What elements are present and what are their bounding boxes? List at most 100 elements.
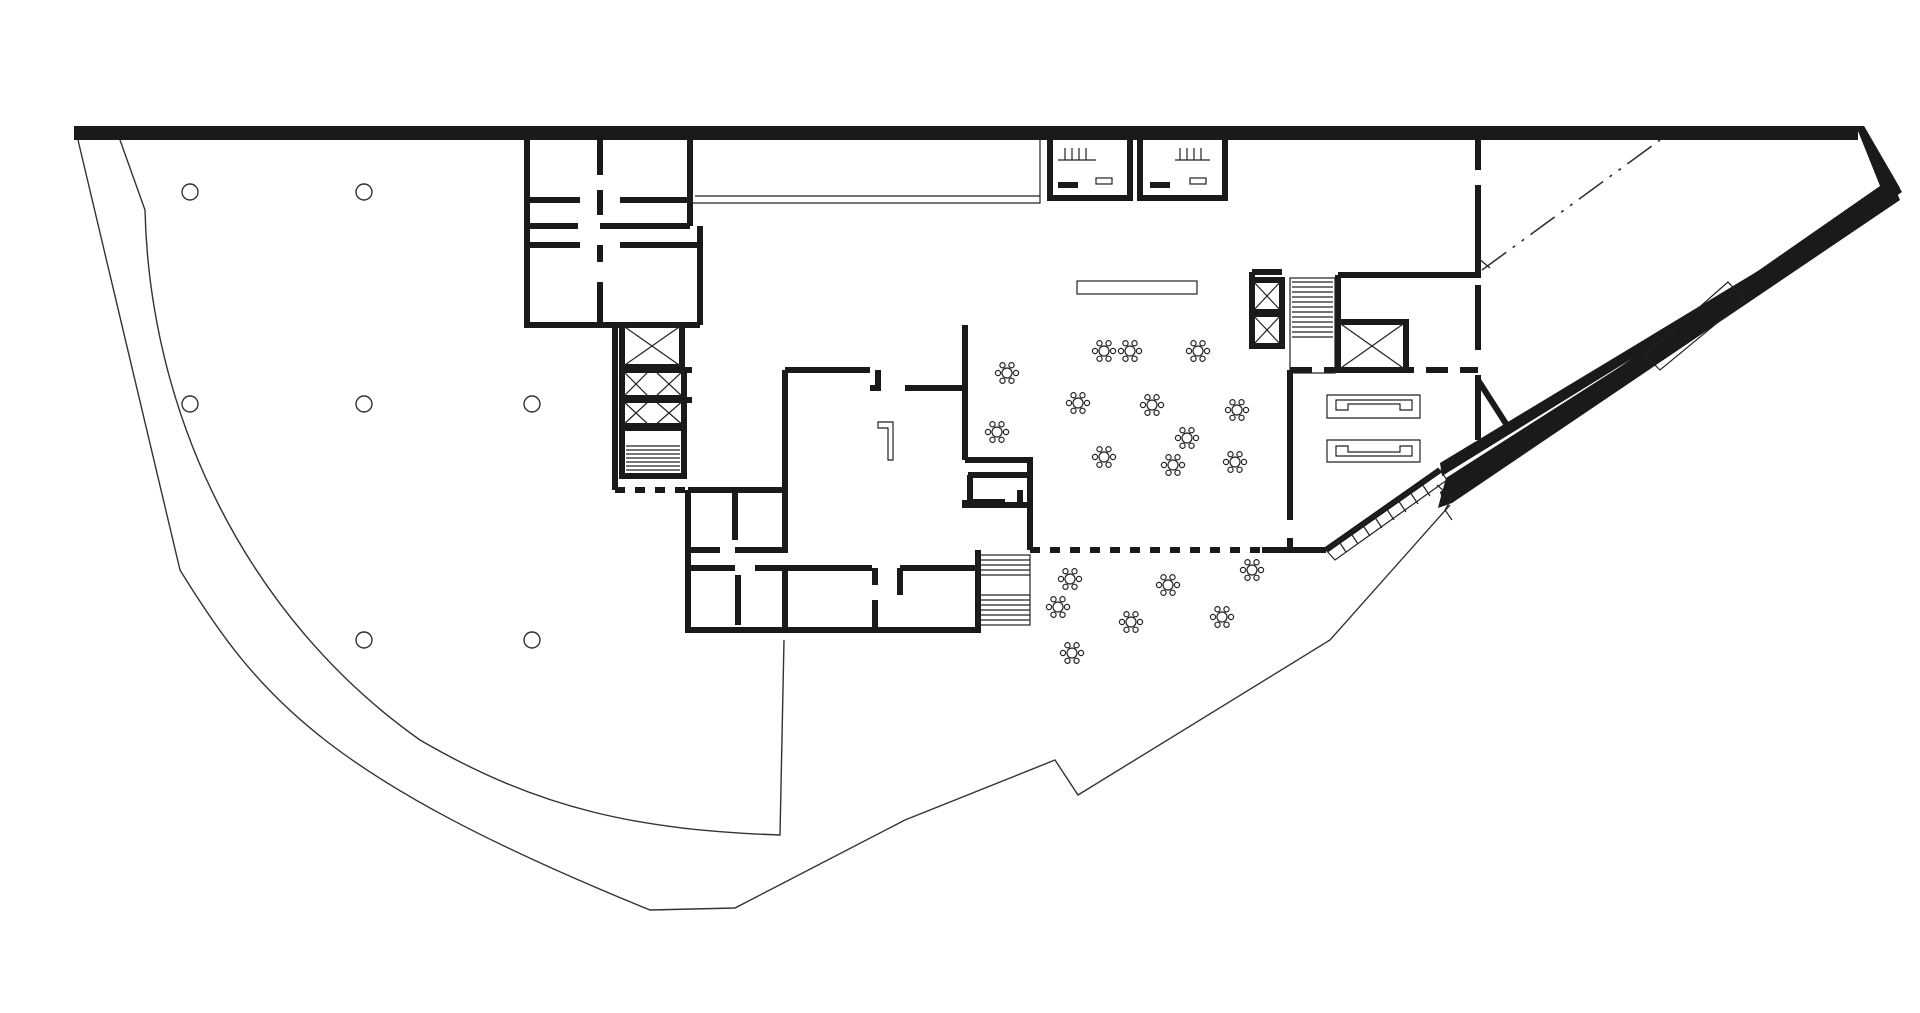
- chair: [1153, 394, 1160, 401]
- table: [1091, 340, 1117, 362]
- chair: [1224, 406, 1232, 414]
- chair: [1073, 657, 1080, 664]
- table: [1174, 427, 1200, 449]
- chair: [1190, 355, 1197, 362]
- office-block-north: [524, 140, 703, 328]
- chair: [1203, 347, 1211, 355]
- chair: [1105, 340, 1112, 347]
- chair: [1242, 406, 1250, 414]
- north-corridor: [689, 140, 1041, 204]
- chair: [1185, 347, 1193, 355]
- chair: [1165, 469, 1172, 476]
- chair: [1253, 574, 1260, 581]
- chair: [1132, 611, 1139, 618]
- chair: [1057, 575, 1065, 583]
- east-lobby: [1475, 139, 1746, 440]
- chair: [1244, 574, 1251, 581]
- chair: [1059, 649, 1067, 657]
- chair: [1238, 399, 1245, 406]
- chair: [1227, 466, 1234, 473]
- table: [1065, 392, 1091, 414]
- chair: [1122, 355, 1129, 362]
- chair: [1136, 618, 1144, 626]
- northeast-wall: [1440, 126, 1902, 506]
- chair: [1070, 407, 1077, 414]
- south-stair: [1325, 469, 1453, 561]
- chair: [1123, 611, 1130, 618]
- stair: [977, 554, 1031, 626]
- chair: [1109, 453, 1117, 461]
- chair: [1131, 355, 1138, 362]
- table: [1091, 446, 1117, 468]
- bench: [1076, 280, 1198, 295]
- chair: [999, 362, 1006, 369]
- chair: [1227, 613, 1235, 621]
- site-boundary-inner: [119, 139, 785, 836]
- chair: [1257, 566, 1265, 574]
- table: [1222, 451, 1248, 473]
- chair: [1079, 392, 1086, 399]
- chair: [1188, 442, 1195, 449]
- north-facade-wall: [74, 126, 1900, 508]
- chair: [999, 377, 1006, 384]
- chair: [1117, 347, 1125, 355]
- column: [355, 183, 373, 201]
- chair: [1144, 409, 1151, 416]
- chair: [1153, 409, 1160, 416]
- chair: [1062, 568, 1069, 575]
- chair: [1190, 340, 1197, 347]
- chair: [1109, 347, 1117, 355]
- chair: [1091, 453, 1099, 461]
- chair: [1123, 626, 1130, 633]
- chair: [1169, 589, 1176, 596]
- chair: [1214, 606, 1221, 613]
- chair: [1063, 603, 1071, 611]
- column: [523, 395, 541, 413]
- restroom-north: [1047, 140, 1228, 201]
- chair: [1169, 574, 1176, 581]
- chair: [1160, 589, 1167, 596]
- chair: [1096, 340, 1103, 347]
- chair: [1199, 355, 1206, 362]
- chair: [1075, 575, 1083, 583]
- chair: [1214, 621, 1221, 628]
- column: [181, 395, 199, 413]
- chair: [1002, 428, 1010, 436]
- table: [984, 421, 1010, 443]
- chair: [1050, 611, 1057, 618]
- chair: [1096, 446, 1103, 453]
- table: [1160, 454, 1186, 476]
- column: [355, 631, 373, 649]
- table: [1117, 340, 1143, 362]
- chair: [1091, 347, 1099, 355]
- chair: [1105, 461, 1112, 468]
- chair: [984, 428, 992, 436]
- chair: [1223, 621, 1230, 628]
- column: [355, 395, 373, 413]
- chair: [989, 421, 996, 428]
- table: [1185, 340, 1211, 362]
- column: [523, 631, 541, 649]
- chair: [1105, 355, 1112, 362]
- chair: [1083, 399, 1091, 407]
- table: [1155, 574, 1181, 596]
- chair: [1070, 392, 1077, 399]
- chair: [1045, 603, 1053, 611]
- chair: [1132, 626, 1139, 633]
- chair: [1253, 559, 1260, 566]
- chair: [1236, 466, 1243, 473]
- reception-desks: [1326, 394, 1421, 463]
- chair: [1064, 642, 1071, 649]
- core-east: [1249, 277, 1409, 374]
- chair: [1174, 469, 1181, 476]
- chair: [1050, 596, 1057, 603]
- chair: [1188, 427, 1195, 434]
- chair: [1122, 340, 1129, 347]
- table: [1057, 568, 1083, 590]
- elevator: [1249, 311, 1285, 349]
- chair: [1065, 399, 1073, 407]
- chair: [1008, 362, 1015, 369]
- north-wall: [74, 126, 1858, 140]
- chair: [1157, 401, 1165, 409]
- chair: [1165, 454, 1172, 461]
